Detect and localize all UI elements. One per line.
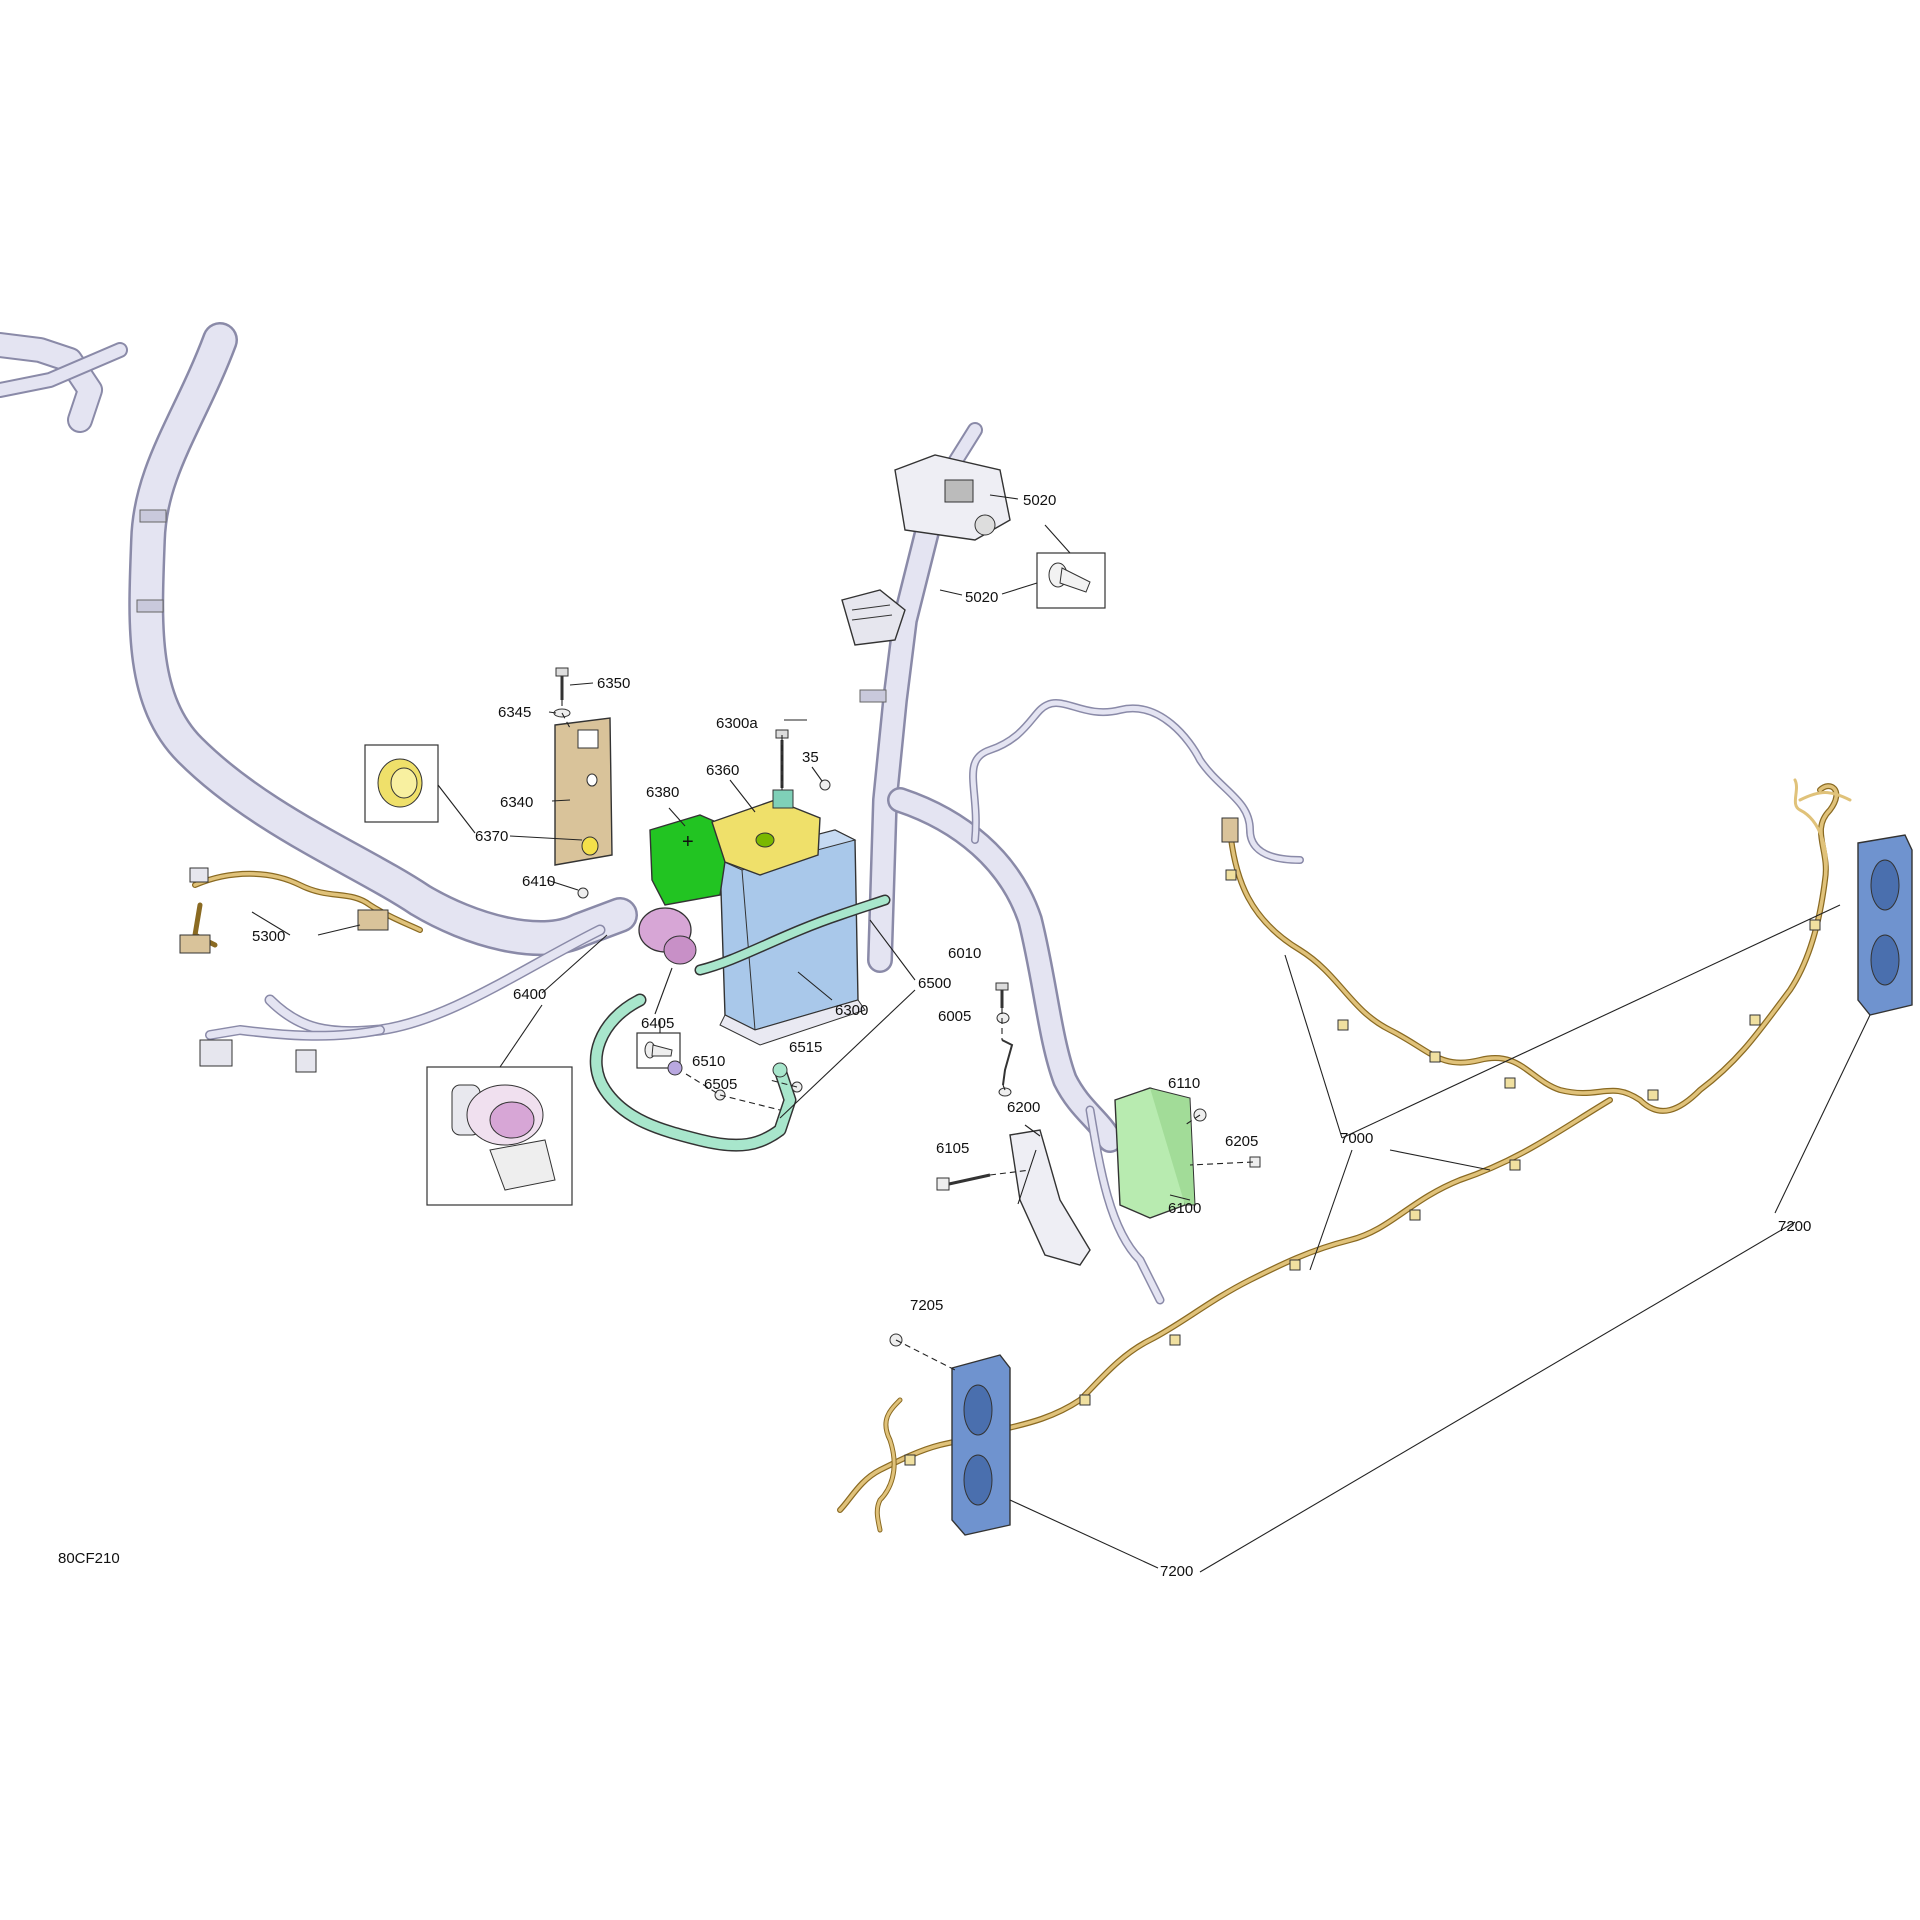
callout-6515: 6515 — [789, 1039, 822, 1056]
bolt-6510 — [667, 1060, 683, 1076]
nut-35 — [819, 779, 831, 791]
callout-6510: 6510 — [692, 1053, 725, 1070]
bolt-6405-detail — [644, 1041, 673, 1059]
cover-6380: + — [649, 814, 731, 906]
callout-6380: 6380 — [646, 784, 679, 801]
callout-6370: 6370 — [475, 828, 508, 845]
callout-6205: 6205 — [1225, 1133, 1258, 1150]
callout-6345: 6345 — [498, 704, 531, 721]
callout-6400: 6400 — [513, 986, 546, 1003]
callout-6340: 6340 — [500, 794, 533, 811]
connector-5020-lower — [841, 589, 906, 646]
connector-left-lower — [199, 1039, 317, 1073]
callout-6350: 6350 — [597, 675, 630, 692]
bolt-6105 — [936, 1173, 991, 1191]
callout-6105: 6105 — [936, 1140, 969, 1157]
callout-6500: 6500 — [918, 975, 951, 992]
dashed-assembly-lines — [561, 700, 1254, 1371]
battery-tray — [719, 999, 866, 1046]
connector-5020-upper — [894, 454, 1011, 541]
callout-5020-lower: 5020 — [965, 589, 998, 606]
bolt-6010 — [995, 982, 1009, 1008]
harness-5300 — [179, 867, 423, 954]
terminal-6300a — [772, 729, 794, 809]
solenoid-6400-detail — [451, 1084, 556, 1191]
callout-labels: 5020 5020 6350 6345 6300a 35 6360 6380 6… — [58, 492, 1811, 1580]
grommet-6370 — [377, 758, 423, 808]
callout-6200: 6200 — [1007, 1099, 1040, 1116]
callout-6100: 6100 — [1168, 1200, 1201, 1217]
cover-6360 — [711, 799, 821, 876]
screw-5020-detail — [1048, 562, 1091, 593]
callout-6300a: 6300a — [716, 715, 758, 732]
bracket-6340 — [554, 717, 613, 866]
callout-35: 35 — [802, 749, 819, 766]
ground-cable-6500 — [589, 894, 891, 1152]
bracket-6200 — [1009, 1129, 1091, 1266]
screw-6350 — [555, 667, 569, 700]
callout-6010: 6010 — [948, 945, 981, 962]
leader-lines — [251, 494, 1871, 1573]
callout-6360: 6360 — [706, 762, 739, 779]
callout-5020-upper: 5020 — [1023, 492, 1056, 509]
module-6100 — [1114, 1087, 1196, 1219]
callout-7000: 7000 — [1340, 1130, 1373, 1147]
callout-6505: 6505 — [704, 1076, 737, 1093]
ground-strap-6005 — [996, 1012, 1014, 1097]
callout-7205: 7205 — [910, 1297, 943, 1314]
drawing-id: 80CF210 — [58, 1550, 120, 1567]
callout-6005: 6005 — [938, 1008, 971, 1025]
tail-light-7200-left — [951, 1354, 1011, 1536]
callout-7200-right: 7200 — [1778, 1218, 1811, 1235]
callout-6405: 6405 — [641, 1015, 674, 1032]
tail-light-7200-right — [1857, 834, 1913, 1016]
callout-7200-left: 7200 — [1160, 1563, 1193, 1580]
callout-5300: 5300 — [252, 928, 285, 945]
callout-6300: 6300 — [835, 1002, 868, 1019]
callout-6410: 6410 — [522, 873, 555, 890]
main-wiring-harness — [0, 322, 1304, 1305]
solenoid-6400 — [638, 907, 697, 965]
svg-text:+: + — [682, 831, 694, 853]
nut-6410 — [577, 887, 589, 899]
callout-6110: 6110 — [1168, 1075, 1200, 1092]
